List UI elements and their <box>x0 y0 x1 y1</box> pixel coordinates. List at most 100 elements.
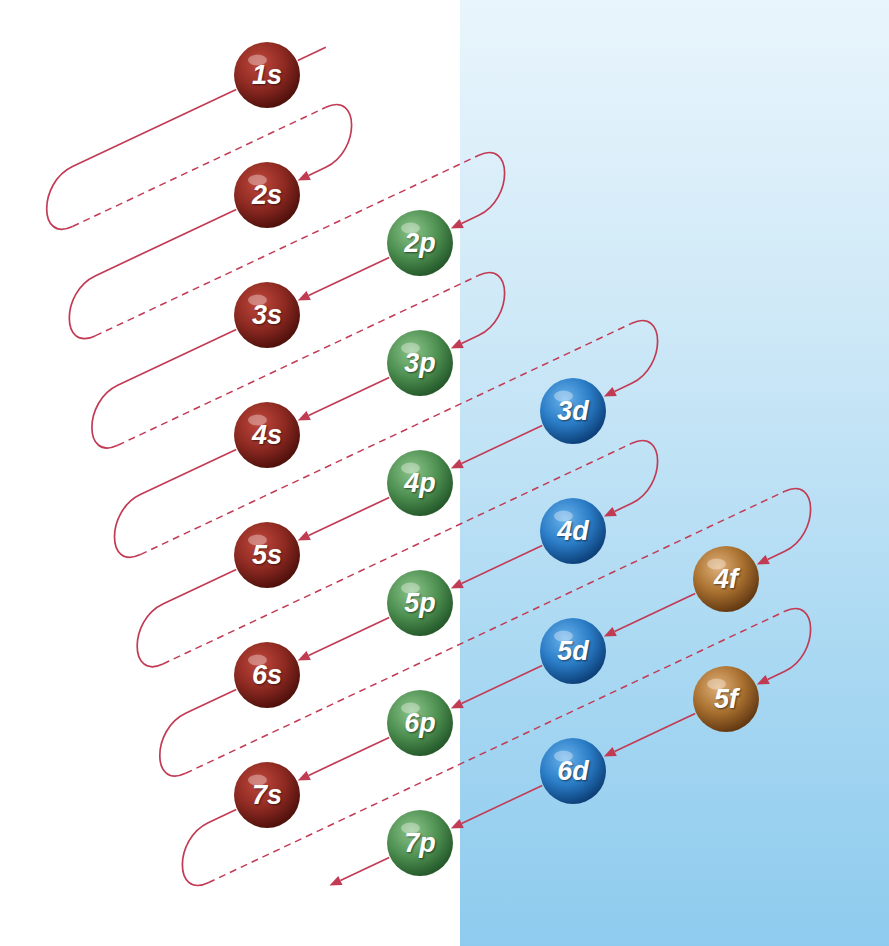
orbital-sphere: 5p <box>386 569 454 637</box>
diagonal-line <box>615 714 696 752</box>
filling-arrow <box>182 609 810 886</box>
sphere-body <box>234 402 300 468</box>
orbital-label: 4d <box>557 518 589 545</box>
orbital-label: 1s <box>252 62 282 89</box>
orbital-sphere: 4p <box>386 449 454 517</box>
orbital-label: 4s <box>252 422 282 449</box>
orbital-sphere: 5f <box>692 665 760 733</box>
return-loop <box>69 210 236 339</box>
filling-arrow <box>451 426 542 469</box>
sphere-body <box>234 42 300 108</box>
orbital-sphere: 1s <box>233 41 301 109</box>
arrowhead <box>757 675 770 685</box>
filling-arrow <box>298 378 389 421</box>
diagonal-line <box>309 498 390 536</box>
diagonal-line <box>462 426 543 464</box>
orbital-sphere: 6s <box>233 641 301 709</box>
sphere-body <box>693 666 759 732</box>
arrowhead <box>757 555 770 565</box>
orbital-sphere: 6d <box>539 737 607 805</box>
orbital-label: 3d <box>557 398 589 425</box>
orbital-sphere: 3d <box>539 377 607 445</box>
return-loop <box>115 450 237 558</box>
diagonal-line <box>462 273 505 344</box>
orbital-sphere: 5d <box>539 617 607 685</box>
arrowhead <box>451 459 464 469</box>
sphere-body <box>693 546 759 612</box>
sphere-body <box>234 162 300 228</box>
diagonal-line <box>462 153 505 224</box>
orbital-label: 6s <box>252 662 282 689</box>
end-line <box>340 858 389 881</box>
orbital-sphere: 3s <box>233 281 301 349</box>
arrowhead <box>451 819 464 829</box>
filling-arrow <box>604 594 695 637</box>
orbital-label: 5d <box>557 638 589 665</box>
orbital-label: 2p <box>404 230 436 257</box>
sphere-body <box>234 522 300 588</box>
filling-arrow <box>298 618 389 661</box>
diagonal-line <box>768 489 811 560</box>
dashed-return <box>208 611 785 882</box>
orbital-label: 5f <box>714 686 738 713</box>
arrowhead <box>451 699 464 709</box>
orbital-label: 7p <box>404 830 436 857</box>
diagonal-line <box>615 441 658 512</box>
dashed-return <box>140 323 632 554</box>
orbital-label: 7s <box>252 782 282 809</box>
arrowhead <box>451 219 464 229</box>
arrowhead <box>451 339 464 349</box>
diagonal-line <box>615 321 658 392</box>
diagonal-line <box>462 546 543 584</box>
return-loop <box>92 330 236 449</box>
orbital-label: 4f <box>714 566 738 593</box>
orbital-label: 6d <box>557 758 589 785</box>
dashed-return <box>186 491 785 773</box>
sphere-body <box>234 762 300 828</box>
sphere-body <box>387 570 453 636</box>
sphere-body <box>387 690 453 756</box>
sphere-body <box>387 330 453 396</box>
arrowhead <box>298 651 311 661</box>
arrowhead <box>298 771 311 781</box>
sphere-body <box>540 618 606 684</box>
orbital-sphere: 7p <box>386 809 454 877</box>
filling-arrow <box>115 321 658 558</box>
orbital-label: 6p <box>404 710 436 737</box>
orbital-sphere: 4s <box>233 401 301 469</box>
diagonal-line <box>615 594 696 632</box>
start-line <box>298 47 326 60</box>
filling-arrow <box>451 546 542 589</box>
arrowhead <box>298 411 311 421</box>
dashed-return <box>163 443 632 664</box>
orbital-label: 3s <box>252 302 282 329</box>
filling-arrow <box>92 273 505 448</box>
diagonal-line <box>309 618 390 656</box>
orbital-sphere: 2s <box>233 161 301 229</box>
arrowhead <box>604 627 617 637</box>
orbital-sphere: 7s <box>233 761 301 829</box>
filling-arrow <box>298 498 389 541</box>
orbital-label: 4p <box>404 470 436 497</box>
orbital-label: 3p <box>404 350 436 377</box>
filling-arrow <box>604 714 695 757</box>
sphere-body <box>234 282 300 348</box>
filling-arrow <box>47 90 352 230</box>
arrowhead <box>298 531 311 541</box>
orbital-sphere: 5s <box>233 521 301 589</box>
filling-arrow <box>160 489 811 776</box>
orbital-label: 2s <box>252 182 282 209</box>
return-loop <box>47 90 237 230</box>
orbital-sphere: 4d <box>539 497 607 565</box>
diagonal-line <box>309 738 390 776</box>
orbital-sphere: 6p <box>386 689 454 757</box>
filling-arrow <box>451 666 542 709</box>
sphere-body <box>540 378 606 444</box>
orbital-label: 5s <box>252 542 282 569</box>
sphere-body <box>540 498 606 564</box>
sphere-body <box>234 642 300 708</box>
diagonal-line <box>309 258 390 296</box>
filling-arrow <box>451 786 542 829</box>
end-arrowhead <box>330 876 343 886</box>
arrowhead <box>604 747 617 757</box>
